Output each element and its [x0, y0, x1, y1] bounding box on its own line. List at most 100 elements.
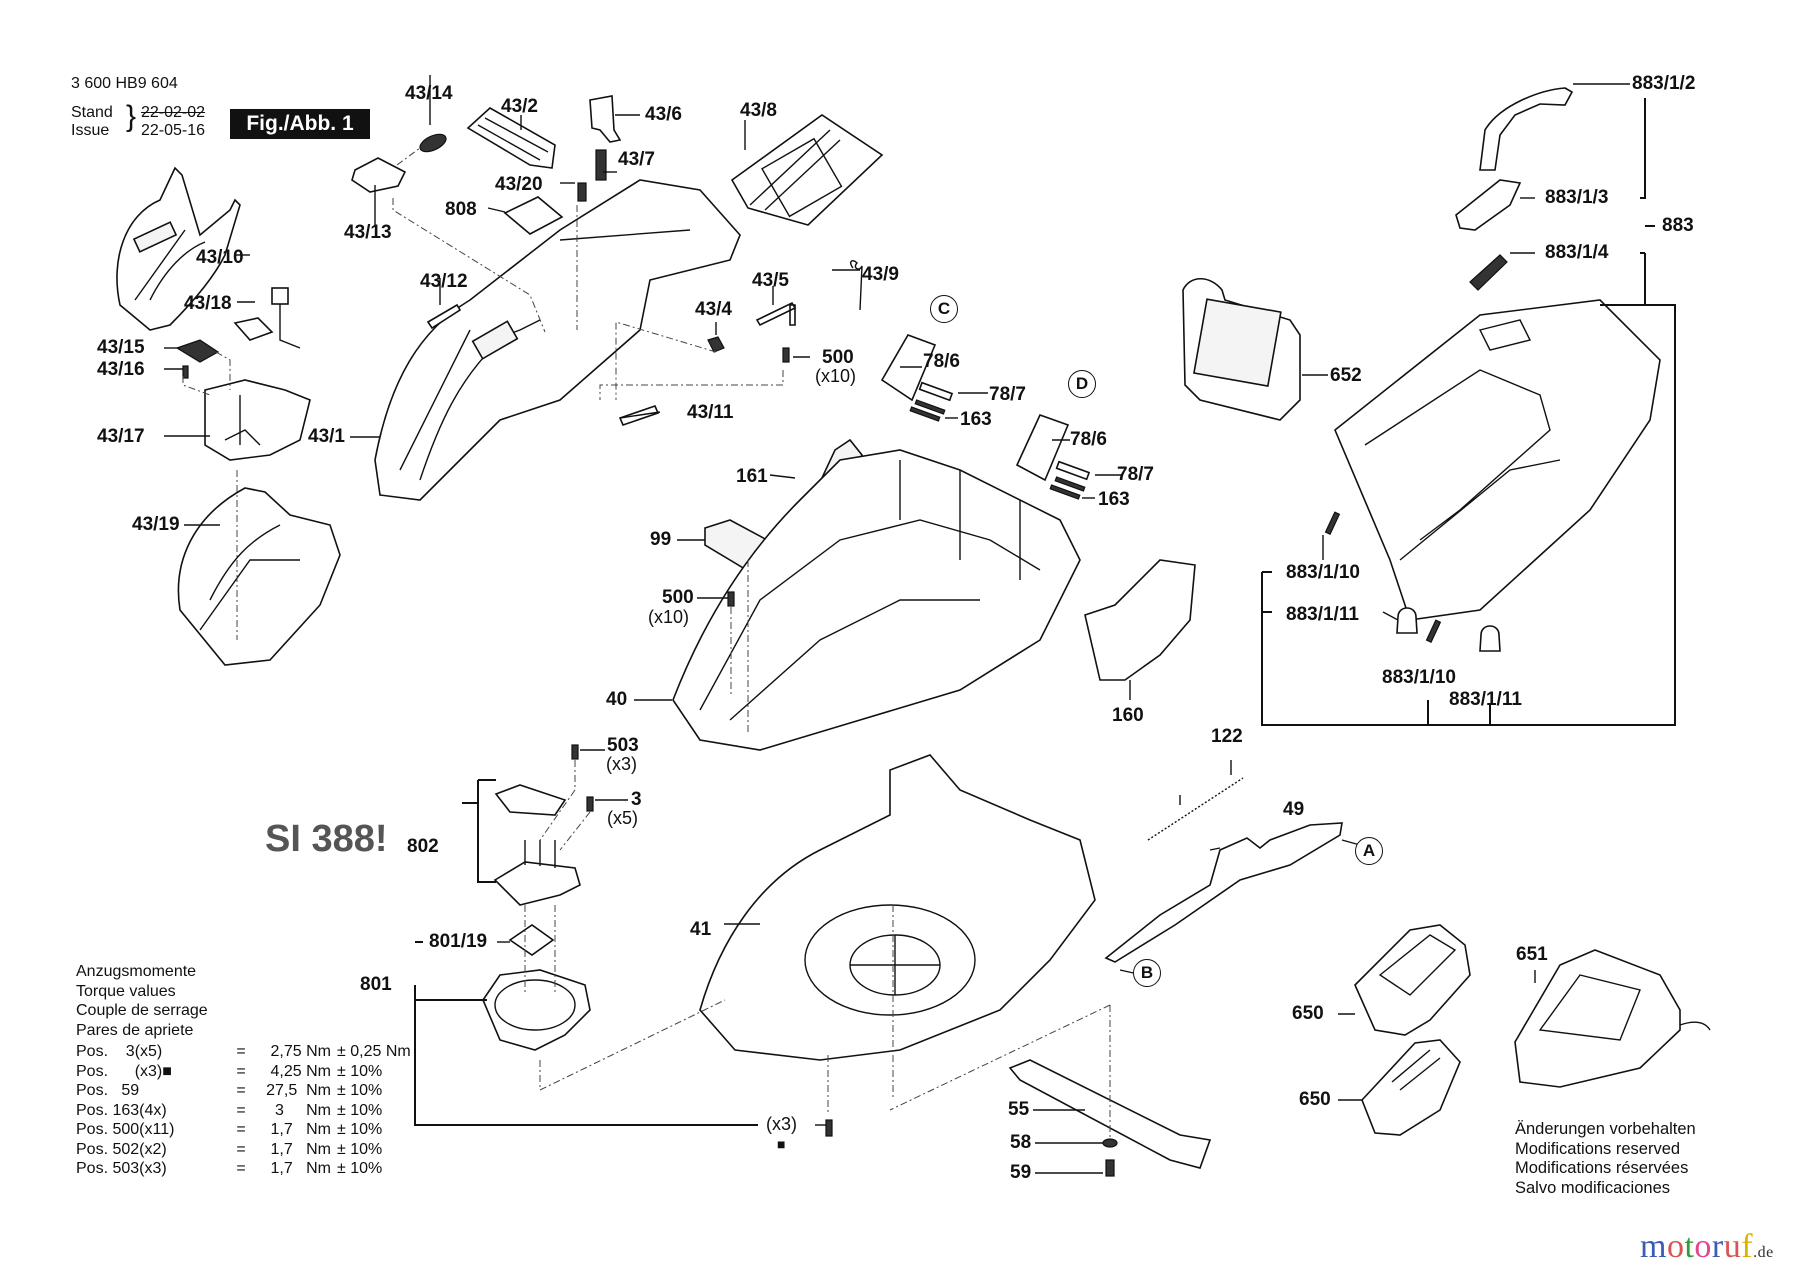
watermark-suffix: .de	[1753, 1244, 1774, 1261]
part-label-43-7: 43/7	[618, 149, 655, 170]
torque-value: 4,25 Nm	[270, 1062, 331, 1080]
torque-position: Pos. 163(4x)	[76, 1101, 167, 1119]
part-label-43-19: 43/19	[132, 514, 180, 535]
modifications-fr: Modifications réservées	[1515, 1159, 1689, 1177]
part-label-652: 652	[1330, 365, 1362, 386]
torque-value: 27,5 Nm	[266, 1082, 331, 1099]
torque-equals: =	[236, 1043, 246, 1060]
callout-d: D	[1068, 370, 1096, 398]
part-label-78-6-d: 78/6	[1070, 429, 1107, 450]
watermark-letter: r	[1711, 1228, 1724, 1265]
part-label-40: 40	[606, 689, 628, 710]
part-label-99: 99	[650, 529, 672, 550]
screw-503	[571, 744, 579, 760]
torque-value: 3 Nm	[274, 1101, 331, 1119]
part-label-43-1: 43/1	[308, 426, 345, 447]
assembly-dashed-lines	[182, 198, 1111, 1140]
part-label-650-large: 650	[1292, 1003, 1324, 1024]
part-qty-500-mid: (x10)	[648, 607, 690, 627]
torque-row: Pos. 503(x3)=1,7 Nm± 10%	[76, 1159, 447, 1179]
part-883-1-3	[1455, 179, 1522, 231]
torque-row: Pos. 3(x5)=2,75 Nm± 0,25 Nm	[76, 1042, 447, 1062]
part-label-59: 59	[1010, 1162, 1032, 1183]
part-43-8-lid	[730, 114, 884, 226]
part-qty-3: (x5)	[607, 808, 638, 828]
part-label-500-mid: 500	[662, 587, 694, 608]
part-650-battery-small	[1361, 1039, 1461, 1136]
torque-equals: =	[236, 1082, 246, 1099]
part-883-1-4	[1469, 254, 1508, 291]
part-43-15-43-17	[175, 339, 311, 461]
part-label-3: 3	[631, 789, 642, 810]
part-160	[1084, 559, 1196, 681]
service-info-label: SI 388!	[265, 818, 388, 860]
part-883-1-2-handle	[1479, 87, 1574, 171]
watermark-letter: t	[1684, 1228, 1695, 1265]
part-43-9-spring	[850, 260, 863, 311]
part-qty-503: (x3)	[606, 754, 637, 774]
torque-equals: =	[236, 1062, 246, 1080]
part-808-label	[503, 196, 564, 235]
part-label-43-8: 43/8	[740, 100, 777, 121]
part-652-cover	[1182, 277, 1301, 421]
watermark-letter: o	[1694, 1228, 1712, 1265]
torque-tolerance: ± 10%	[337, 1121, 383, 1138]
part-label-58: 58	[1010, 1132, 1032, 1153]
part-label-883-1-10-a: 883/1/10	[1286, 562, 1360, 583]
part-43-1-housing	[374, 179, 741, 501]
part-49-lever	[1104, 822, 1343, 963]
screw-x3	[825, 1119, 833, 1137]
part-883-1-11-cap-a	[1396, 607, 1418, 634]
part-label-163-c: 163	[960, 409, 992, 430]
torque-title-de: Anzugsmomente	[76, 963, 197, 980]
part-43-19-housing	[177, 470, 341, 666]
part-label-43-20: 43/20	[495, 174, 543, 195]
torque-row: Pos. (x3)■=4,25 Nm± 10%	[76, 1062, 447, 1082]
figure-label: Fig./Abb. 1	[230, 109, 370, 139]
part-label-883-1-3: 883/1/3	[1545, 187, 1609, 208]
part-label-160: 160	[1112, 705, 1144, 726]
part-label-801-19: 801/19	[429, 931, 488, 952]
part-883-1-10-pin-a	[1324, 511, 1341, 536]
torque-position: Pos. 59	[76, 1082, 140, 1099]
watermark-letter: u	[1723, 1228, 1742, 1265]
modifications-en: Modifications reserved	[1515, 1139, 1681, 1158]
part-label-78-6-c: 78/6	[923, 351, 960, 372]
part-label-43-17: 43/17	[97, 426, 145, 447]
part-43-18	[233, 287, 301, 349]
part-802-module	[493, 784, 581, 906]
part-label-43-16: 43/16	[97, 359, 145, 380]
issue-date: 22-05-16	[141, 122, 206, 139]
part-qty-x3: (x3)	[766, 1114, 797, 1134]
torque-values-table: Anzugsmomente Torque values Couple de se…	[76, 962, 447, 1179]
torque-tolerance: ± 0,25 Nm	[337, 1043, 411, 1060]
part-label-122: 122	[1211, 726, 1243, 747]
watermark-letter: o	[1666, 1228, 1685, 1265]
part-label-78-7-d: 78/7	[1117, 464, 1154, 485]
leader-lines	[164, 75, 1676, 1174]
torque-row: Pos. 500(x11)=1,7 Nm± 10%	[76, 1120, 447, 1140]
part-43-10-cover	[116, 166, 241, 331]
part-label-49: 49	[1283, 799, 1305, 820]
part-78-6-bracket-d	[1015, 414, 1091, 500]
part-label-43-4: 43/4	[695, 299, 732, 320]
torque-mark-square-icon: ■	[777, 1136, 786, 1152]
part-label-43-18: 43/18	[184, 293, 232, 314]
part-883-1-10-pin-b	[1425, 619, 1442, 644]
part-label-43-9: 43/9	[862, 264, 899, 285]
stand-label: Stand	[71, 104, 113, 121]
part-label-883-1-4: 883/1/4	[1545, 242, 1609, 263]
modifications-es: Salvo modificaciones	[1515, 1178, 1670, 1197]
modifications-de: Änderungen vorbehalten	[1515, 1120, 1696, 1138]
part-43-5	[755, 301, 797, 327]
part-label-43-15: 43/15	[97, 337, 145, 358]
issue-label: Issue	[71, 122, 110, 139]
part-label-650-small: 650	[1299, 1089, 1331, 1110]
part-label-883-1-10-b: 883/1/10	[1382, 667, 1456, 688]
part-label-163-d: 163	[1098, 489, 1130, 510]
part-label-78-7-c: 78/7	[989, 384, 1026, 405]
screw-3	[586, 796, 594, 812]
part-label-161: 161	[736, 466, 768, 487]
stand-date: 22-02-02	[141, 104, 206, 121]
